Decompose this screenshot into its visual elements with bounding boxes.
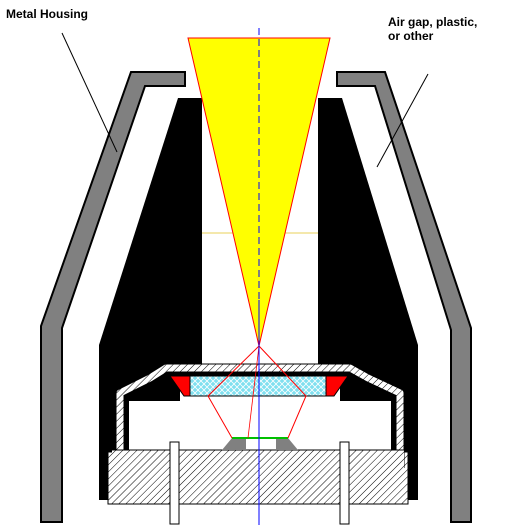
light-cone <box>187 37 331 347</box>
leader-air-gap <box>376 73 429 168</box>
air-gap-label-line1: Air gap, plastic, <box>388 15 478 29</box>
window-seal-left <box>169 375 191 397</box>
metal-housing-label: Metal Housing <box>6 7 89 21</box>
window-glass <box>187 375 329 397</box>
metal-housing-left <box>40 71 186 523</box>
die-bond-left <box>222 438 246 450</box>
leader-metal-housing <box>61 32 118 153</box>
die-bond-right <box>276 438 298 450</box>
air-gap-label: Air gap, plastic, or other <box>388 15 508 43</box>
pin-right <box>339 441 350 525</box>
ray-right <box>258 345 307 439</box>
metal-housing-right <box>336 71 472 523</box>
air-gap-label-line2: or other <box>388 29 434 43</box>
ray-left <box>207 345 260 439</box>
window-seal-right <box>325 375 349 397</box>
package-base-top <box>112 450 404 498</box>
package-cavity <box>129 384 391 452</box>
ray-center-left <box>247 345 260 439</box>
package-cap-fill <box>116 364 404 468</box>
pin-left <box>169 441 180 525</box>
